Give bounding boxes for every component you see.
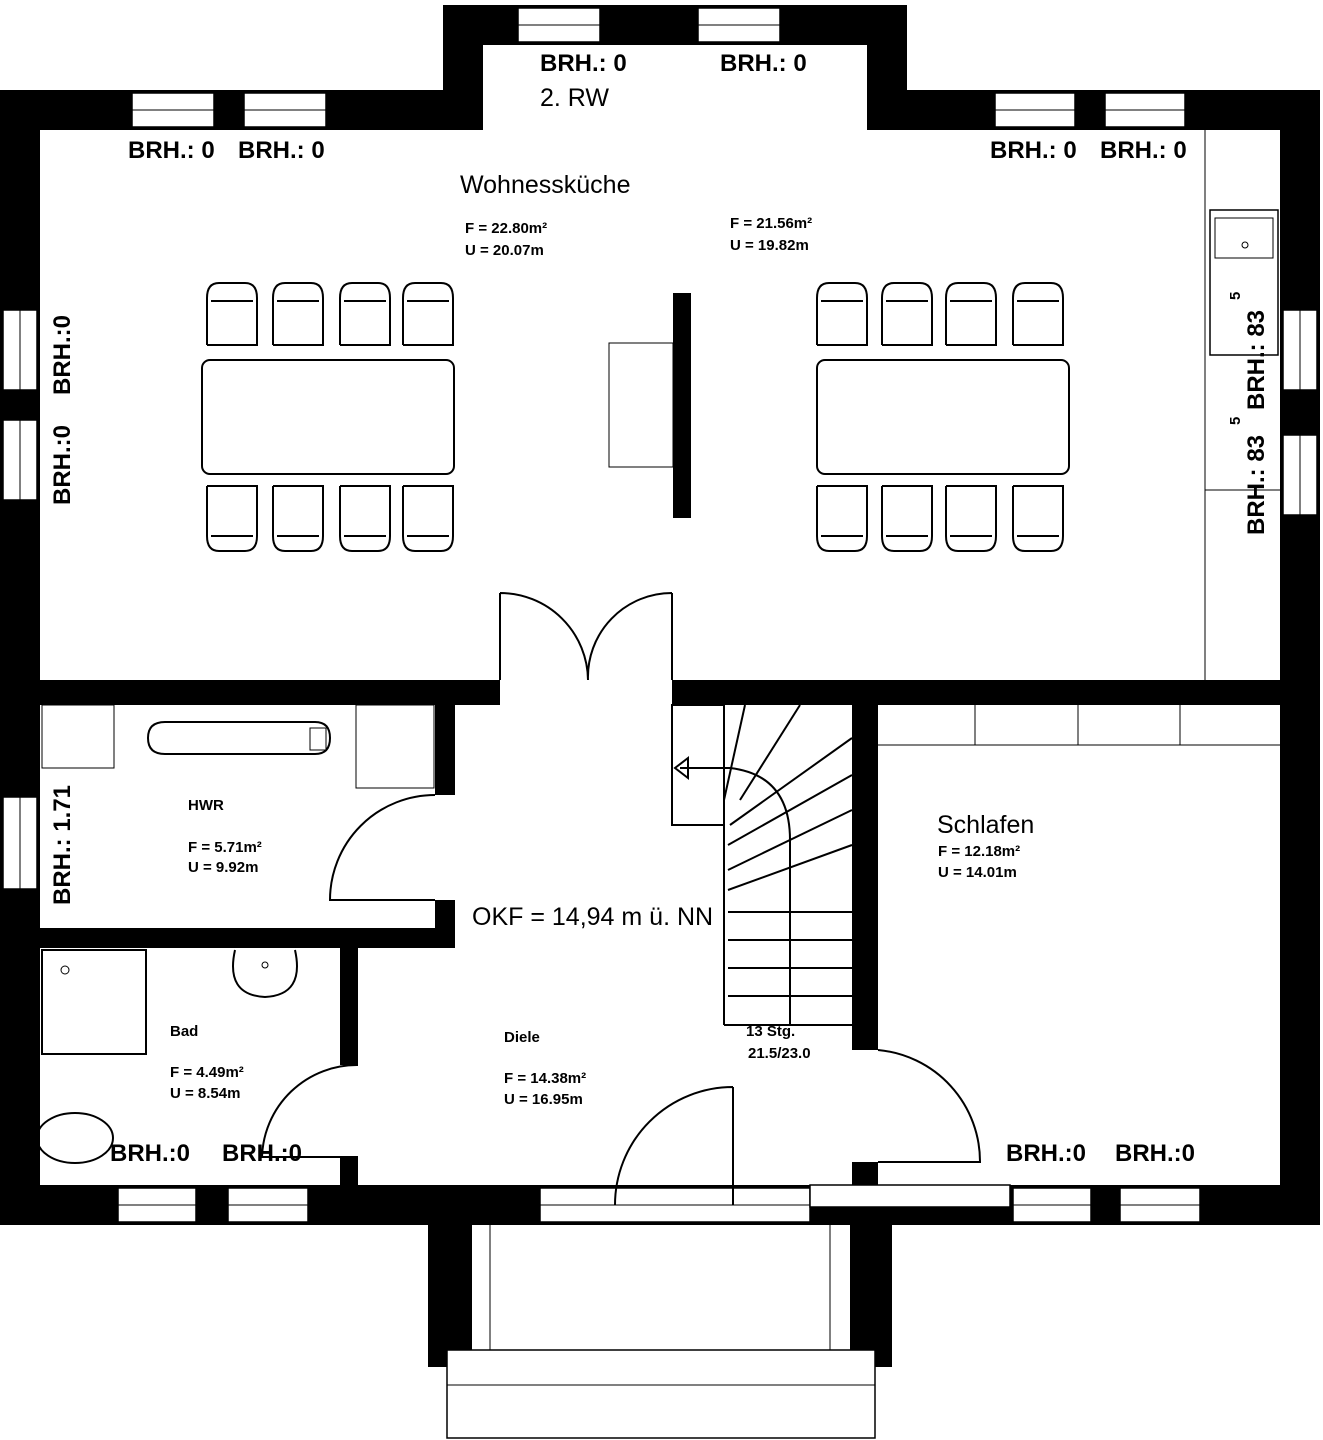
perimeter-hwr: U = 9.92m bbox=[188, 859, 258, 876]
brh-label: BRH.:0 bbox=[222, 1140, 302, 1167]
kitchen-counter bbox=[1204, 130, 1280, 680]
stairs-ratio: 21.5/23.0 bbox=[748, 1045, 811, 1062]
brh-label: BRH.: 0 bbox=[540, 50, 627, 77]
brh-label: BRH.: 83 bbox=[1243, 310, 1270, 410]
chair bbox=[881, 282, 933, 346]
staircase[interactable] bbox=[671, 704, 853, 1026]
bath-fixtures bbox=[36, 704, 435, 1164]
stairs-steps: 13 Stg. bbox=[746, 1023, 795, 1040]
perimeter-wohn-left: U = 20.07m bbox=[465, 242, 544, 259]
stair-tread bbox=[727, 774, 853, 846]
room-name-diele: Diele bbox=[504, 1029, 540, 1046]
okf-label: OKF = 14,94 m ü. NN bbox=[472, 903, 713, 931]
chair bbox=[1012, 485, 1064, 552]
area-wohn-right: F = 21.56m² bbox=[730, 215, 812, 232]
stair-tread bbox=[739, 704, 801, 801]
brh-label: BRH.: 0 bbox=[720, 50, 807, 77]
wardrobe bbox=[878, 705, 1280, 746]
stair-tread bbox=[727, 809, 853, 871]
rw-label: 2. RW bbox=[540, 84, 609, 112]
brh-label: BRH.: 83 bbox=[1243, 435, 1270, 535]
perimeter-schlafen: U = 14.01m bbox=[938, 864, 1017, 881]
chair bbox=[1012, 282, 1064, 346]
chair bbox=[402, 282, 454, 346]
brh-label: BRH.:0 bbox=[110, 1140, 190, 1167]
area-schlafen: F = 12.18m² bbox=[938, 843, 1020, 860]
chair bbox=[881, 485, 933, 552]
room-name-wohnesskueche: Wohnessküche bbox=[460, 171, 630, 199]
brh-label: BRH.:0 bbox=[49, 315, 76, 395]
chair bbox=[339, 485, 391, 552]
brh-label: BRH.: 0 bbox=[990, 137, 1077, 164]
brh-label: BRH.:0 bbox=[1115, 1140, 1195, 1167]
brh-sup: 5 bbox=[1227, 417, 1244, 425]
chair bbox=[206, 282, 258, 346]
fireplace bbox=[608, 293, 691, 518]
perimeter-diele: U = 16.95m bbox=[504, 1091, 583, 1108]
brh-label: BRH.: 0 bbox=[238, 137, 325, 164]
chair bbox=[272, 485, 324, 552]
windows bbox=[2, 7, 1318, 1223]
brh-label: BRH.: 0 bbox=[1100, 137, 1187, 164]
dining-table-left bbox=[201, 359, 455, 475]
chair bbox=[272, 282, 324, 346]
perimeter-wohn-right: U = 19.82m bbox=[730, 237, 809, 254]
stair-tread bbox=[723, 704, 746, 801]
chair bbox=[945, 485, 997, 552]
brh-label: BRH.: 0 bbox=[128, 137, 215, 164]
perimeter-bad: U = 8.54m bbox=[170, 1085, 240, 1102]
room-name-schlafen: Schlafen bbox=[937, 811, 1034, 839]
chair bbox=[402, 485, 454, 552]
room-name-bad: Bad bbox=[170, 1023, 198, 1040]
area-hwr: F = 5.71m² bbox=[188, 839, 262, 856]
stair-tread bbox=[727, 844, 853, 891]
brh-label: BRH.:0 bbox=[49, 425, 76, 505]
brh-label: BRH.:0 bbox=[1006, 1140, 1086, 1167]
doors bbox=[260, 592, 982, 1206]
chair bbox=[945, 282, 997, 346]
brh-sup: 5 bbox=[1227, 292, 1244, 300]
area-bad: F = 4.49m² bbox=[170, 1064, 244, 1081]
room-name-hwr: HWR bbox=[188, 797, 224, 814]
dining-table-right bbox=[816, 359, 1070, 475]
entrance-porch bbox=[446, 1225, 876, 1439]
chair bbox=[339, 282, 391, 346]
area-wohn-left: F = 22.80m² bbox=[465, 220, 547, 237]
area-diele: F = 14.38m² bbox=[504, 1070, 586, 1087]
stair-tread bbox=[729, 737, 853, 826]
chair bbox=[206, 485, 258, 552]
chair bbox=[816, 282, 868, 346]
chairs bbox=[206, 282, 1064, 552]
brh-label-hwr: BRH.: 1.71 bbox=[49, 785, 76, 905]
chair bbox=[816, 485, 868, 552]
brh-labels: BRH.: 0 BRH.: 0 BRH.: 0 BRH.: 0 BRH.: 0 … bbox=[49, 50, 1270, 1167]
